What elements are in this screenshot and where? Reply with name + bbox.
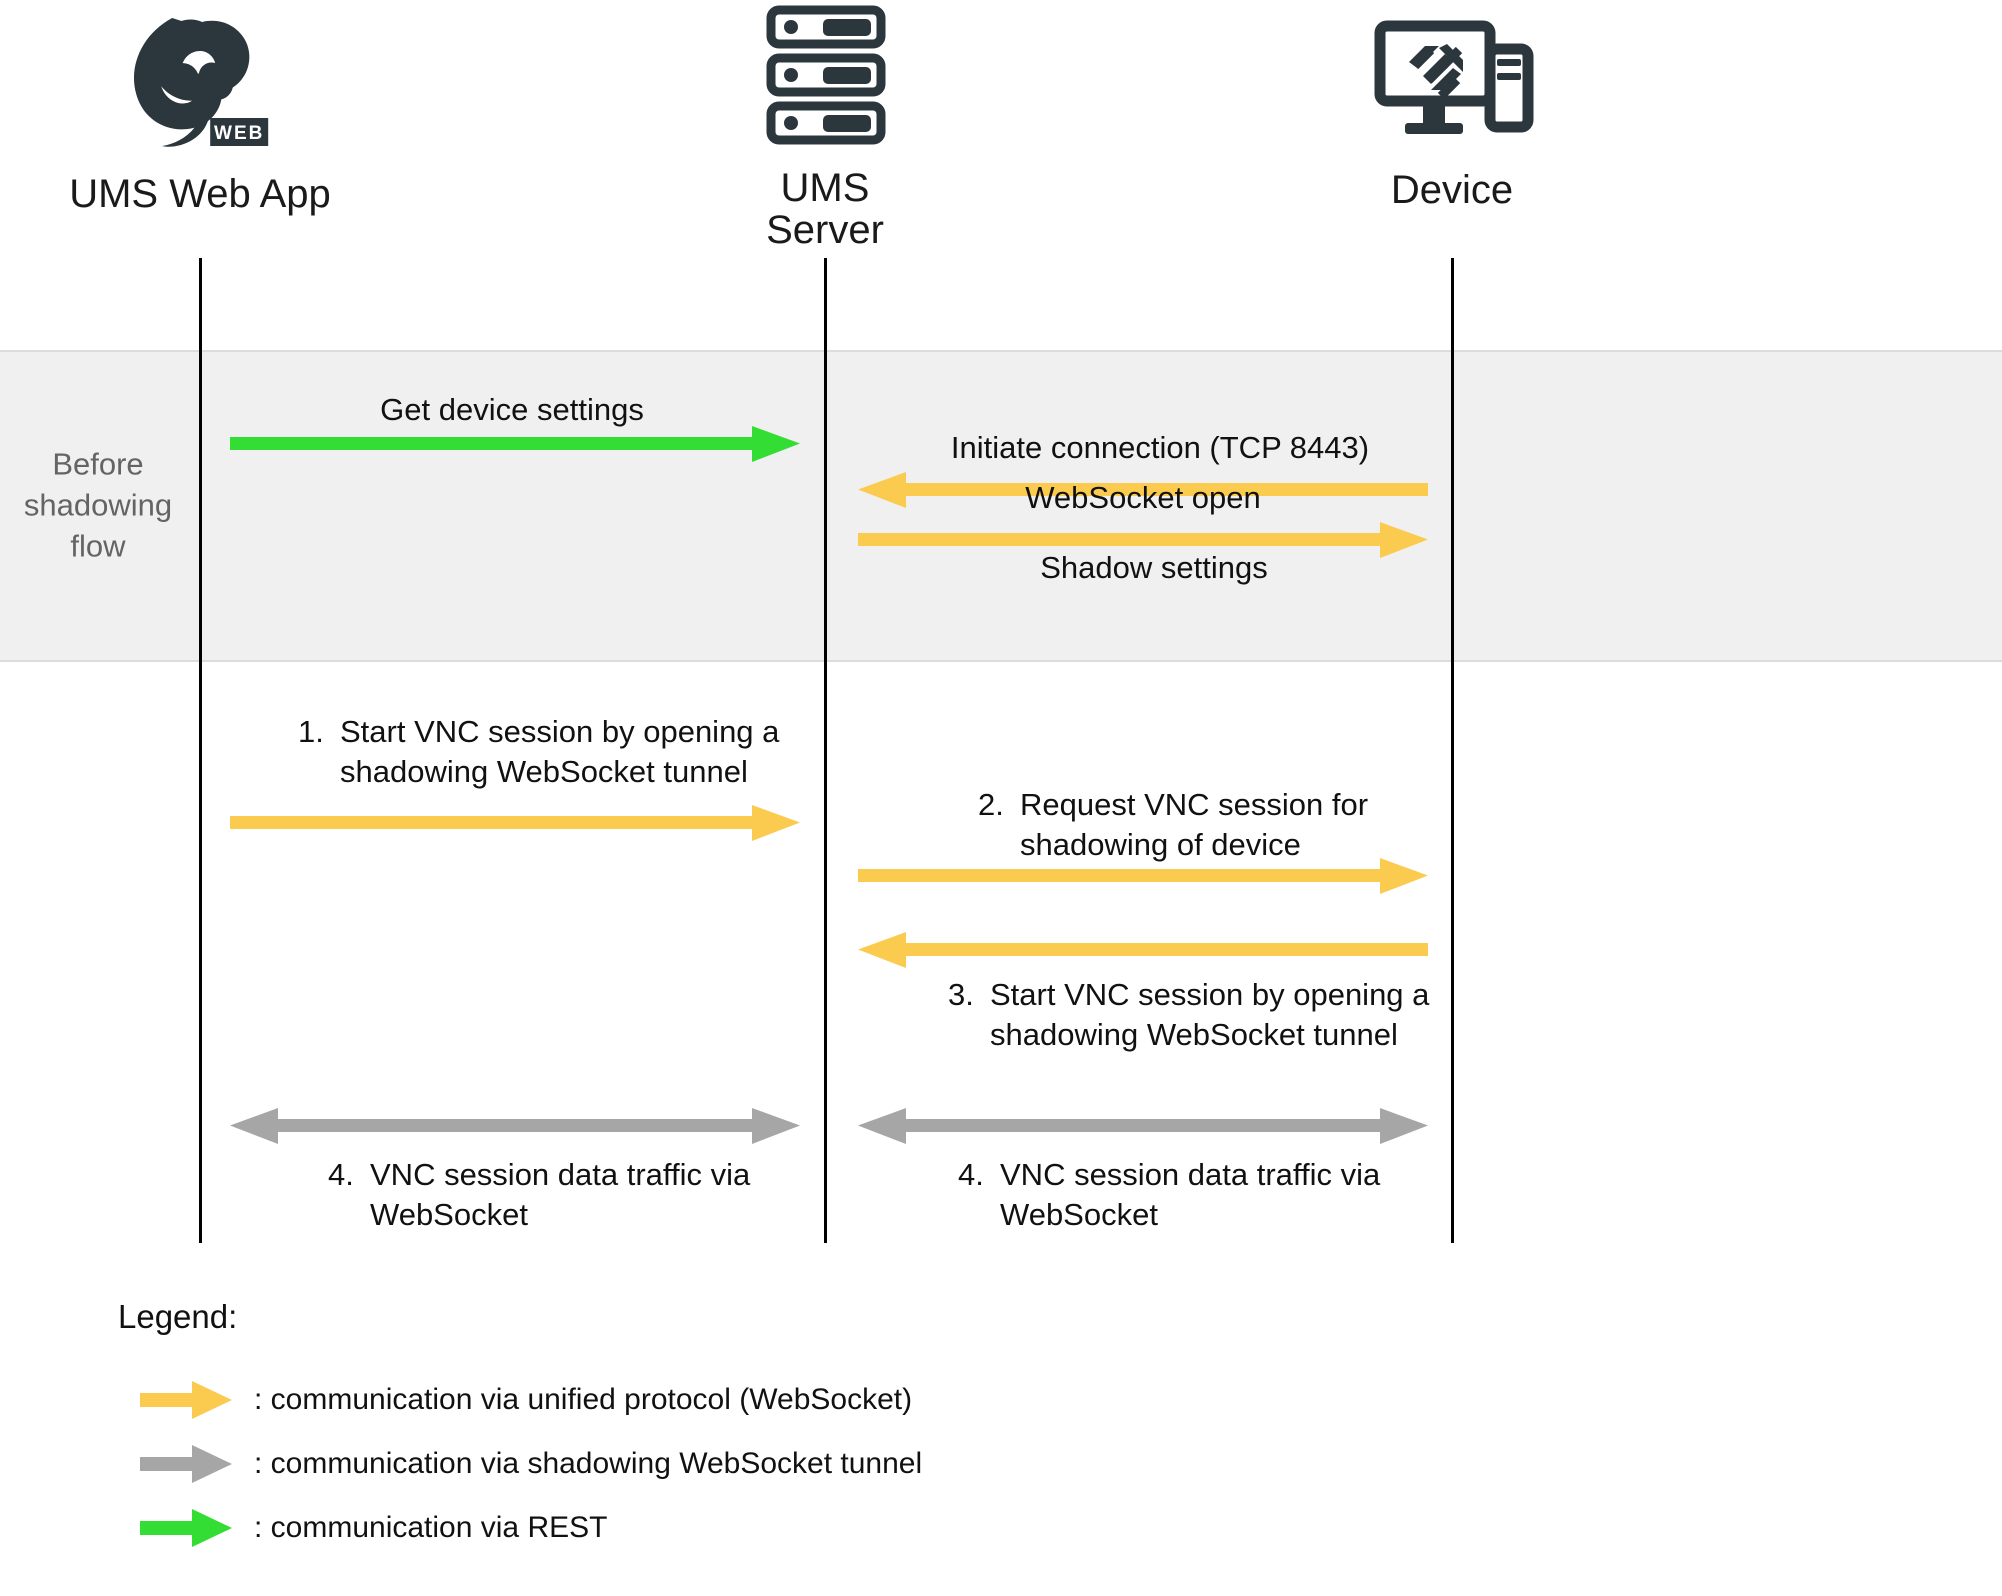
step-number: 4. <box>958 1157 984 1192</box>
legend-title: Legend: <box>118 1298 238 1335</box>
message-arrow-websocket-open <box>858 522 1428 558</box>
message-arrow-initiate-connection <box>858 472 1428 508</box>
server-rack-icon <box>725 2 925 157</box>
lifeline-ums-server <box>824 258 827 1243</box>
step-number: 4. <box>328 1157 354 1192</box>
step-text-line1: Request VNC session for <box>1020 787 1369 822</box>
step-text-line1: VNC session data traffic via <box>370 1157 751 1192</box>
actor-label-ums-web-app: UMS Web App <box>69 172 331 216</box>
lifeline-device <box>1451 258 1454 1243</box>
message-label-start-vnc-session-device: 3. Start VNC session by opening a shadow… <box>948 975 1468 1054</box>
message-label-request-vnc-session: 2. Request VNC session for shadowing of … <box>978 785 1398 864</box>
message-label-vnc-data-traffic-right: 4. VNC session data traffic via WebSocke… <box>958 1155 1418 1234</box>
message-label-vnc-data-traffic-left: 4. VNC session data traffic via WebSocke… <box>328 1155 788 1234</box>
legend-item-rest: : communication via REST <box>140 1506 607 1550</box>
message-arrow-start-vnc-session-device <box>858 932 1428 968</box>
legend-text-shadow-tunnel: : communication via shadowing WebSocket … <box>254 1447 923 1480</box>
message-label-start-vnc-session-webapp: 1. Start VNC session by opening a shadow… <box>298 712 818 791</box>
message-label-get-device-settings: Get device settings <box>380 392 644 427</box>
arrow-right-icon-websocket <box>140 1378 232 1422</box>
message-arrow-vnc-data-traffic-left <box>230 1108 800 1144</box>
step-text-line1: Start VNC session by opening a <box>340 714 780 749</box>
arrow-right-icon-shadow-tunnel <box>140 1442 232 1486</box>
phase-label: Before shadowing flow <box>23 446 173 564</box>
message-arrow-vnc-data-traffic-right <box>858 1108 1428 1144</box>
step-text-line1: VNC session data traffic via <box>1000 1157 1381 1192</box>
arrow-right-icon-rest <box>140 1506 232 1550</box>
step-number: 1. <box>298 714 324 749</box>
before-shadowing-band <box>0 350 2002 662</box>
actor-ums-server: UMS Server <box>725 2 925 252</box>
legend-item-websocket: : communication via unified protocol (We… <box>140 1378 912 1422</box>
step-number: 3. <box>948 977 974 1012</box>
step-text-line2: WebSocket <box>370 1196 528 1232</box>
actor-label-ums-server: UMS Server <box>766 166 884 253</box>
step-text-line2: shadowing WebSocket tunnel <box>340 753 748 789</box>
svg-text:WEB: WEB <box>214 123 264 144</box>
message-arrow-request-vnc-session <box>858 858 1428 894</box>
step-text-line2: WebSocket <box>1000 1196 1158 1232</box>
legend-text-websocket: : communication via unified protocol (We… <box>254 1383 913 1416</box>
step-text-line1: Start VNC session by opening a <box>990 977 1430 1012</box>
actor-device: Device <box>1357 14 1547 211</box>
step-text-line2: shadowing WebSocket tunnel <box>990 1016 1398 1052</box>
message-arrow-get-device-settings <box>230 426 800 462</box>
ums-web-logo-icon: WEB <box>69 8 331 163</box>
message-label-websocket-open: WebSocket open <box>1025 480 1261 515</box>
message-arrow-start-vnc-session-webapp <box>230 805 800 841</box>
step-text-line2: shadowing of device <box>1020 826 1301 862</box>
message-label-shadow-settings: Shadow settings <box>1040 550 1268 585</box>
desktop-device-icon <box>1357 14 1547 159</box>
actor-ums-web-app: WEB UMS Web App <box>69 8 331 215</box>
legend-item-shadow-tunnel: : communication via shadowing WebSocket … <box>140 1442 922 1486</box>
actor-label-device: Device <box>1390 168 1514 212</box>
legend-text-rest: : communication via REST <box>254 1511 608 1544</box>
step-number: 2. <box>978 787 1004 822</box>
message-label-initiate-connection: Initiate connection (TCP 8443) <box>950 430 1370 465</box>
lifeline-ums-web-app <box>199 258 202 1243</box>
